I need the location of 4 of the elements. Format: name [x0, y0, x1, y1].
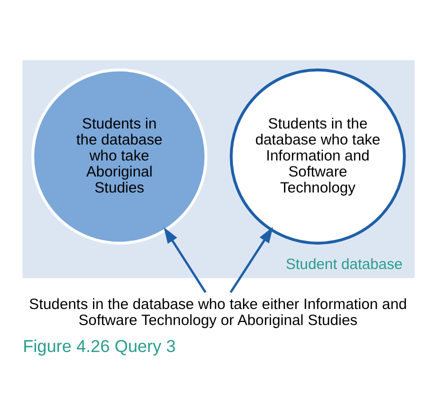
arrow	[230, 226, 274, 294]
caption: Figure 4.26 Query 3	[22, 336, 176, 356]
arrow	[164, 227, 206, 294]
node-text: Students in the database who take either Information and Software Technology or Aboriginal Studies	[29, 296, 407, 330]
